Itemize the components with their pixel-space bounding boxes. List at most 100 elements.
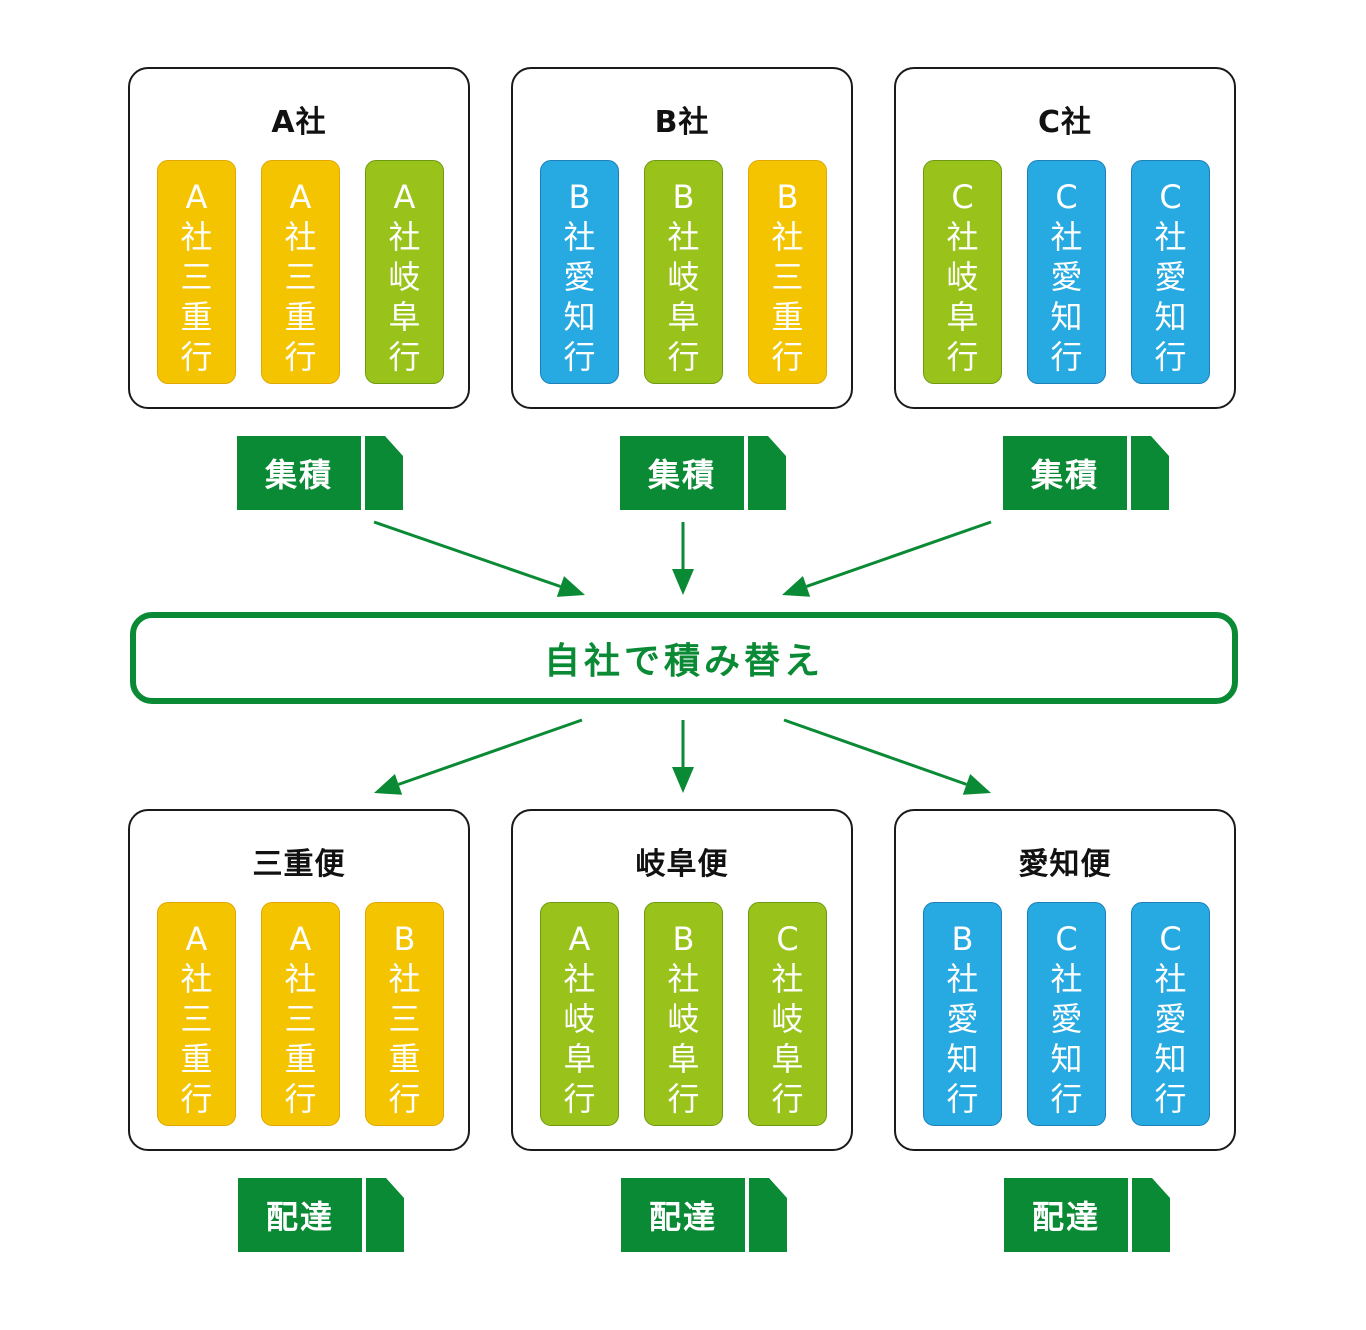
box-title: B社 xyxy=(654,105,710,140)
document-icon xyxy=(1132,1178,1170,1252)
cargo-char: 阜 xyxy=(563,1040,596,1078)
cargo-char: 行 xyxy=(1154,1080,1187,1118)
cargo-char: 岐 xyxy=(946,258,979,296)
cargo-char: 重 xyxy=(284,1040,317,1078)
cargo-char: 行 xyxy=(563,1080,596,1118)
cargo-char: 社 xyxy=(946,218,979,256)
cargo-char: C xyxy=(1055,920,1078,958)
cargo-char: 愛 xyxy=(1154,1000,1187,1038)
arrow-head xyxy=(556,576,585,597)
cargo-char: C xyxy=(1055,178,1078,216)
cargo-char: 行 xyxy=(563,338,596,376)
cargo-char: A xyxy=(289,920,312,958)
box-title: A社 xyxy=(271,105,327,140)
cargo-char: 阜 xyxy=(946,298,979,336)
cargo-char: 行 xyxy=(771,338,804,376)
cargo-char: 知 xyxy=(563,298,596,336)
cargo-char: 阜 xyxy=(667,1040,700,1078)
cargo-char: 社 xyxy=(771,960,804,998)
cargo-char: 岐 xyxy=(771,1000,804,1038)
cargo-char: C xyxy=(951,178,974,216)
cargo-char: 三 xyxy=(388,1000,421,1038)
cargo-char: 社 xyxy=(180,960,213,998)
box-title: 岐阜便 xyxy=(635,847,729,882)
cargo-char: 愛 xyxy=(946,1000,979,1038)
cargo-char: 行 xyxy=(388,1080,421,1118)
cargo-char: 社 xyxy=(563,218,596,256)
deliver-text: 配達 xyxy=(238,1178,362,1252)
cargo-char: A xyxy=(289,178,312,216)
deliver-label-mie: 配達 xyxy=(238,1178,404,1252)
cargo-char: C xyxy=(1159,920,1182,958)
cargo-char: 行 xyxy=(1050,338,1083,376)
cargo-char: 社 xyxy=(1050,960,1083,998)
transfer-hub: 自社で積み替え xyxy=(130,612,1238,704)
arrow-head xyxy=(672,767,694,793)
cargo-char: B xyxy=(951,920,974,958)
collect-text: 集積 xyxy=(620,436,744,510)
cargo-char: 行 xyxy=(1154,338,1187,376)
cargo-char: 岐 xyxy=(388,258,421,296)
cargo-char: 三 xyxy=(771,258,804,296)
arrow-head xyxy=(962,773,991,795)
cargo-char: 重 xyxy=(771,298,804,336)
cargo-char: 重 xyxy=(388,1040,421,1078)
collect-label-a: 集積 xyxy=(237,436,403,510)
cargo-char: 行 xyxy=(667,338,700,376)
collect-label-b: 集積 xyxy=(620,436,786,510)
cargo-char: 行 xyxy=(180,1080,213,1118)
document-icon xyxy=(1131,436,1169,510)
cargo-char: A xyxy=(185,178,208,216)
cargo-char: B xyxy=(393,920,416,958)
cargo-char: B xyxy=(672,178,695,216)
cargo-char: 知 xyxy=(1154,1040,1187,1078)
arrow-shaft xyxy=(783,718,967,786)
cargo-char: 知 xyxy=(946,1040,979,1078)
document-icon xyxy=(748,436,786,510)
arrow-shaft xyxy=(806,520,992,588)
collect-label-c: 集積 xyxy=(1003,436,1169,510)
box-title: 三重便 xyxy=(252,847,346,882)
cargo-char: 愛 xyxy=(1154,258,1187,296)
arrow-head xyxy=(782,576,811,597)
document-icon xyxy=(365,436,403,510)
cargo-char: C xyxy=(1159,178,1182,216)
cargo-char: 阜 xyxy=(667,298,700,336)
cargo-char: 社 xyxy=(284,960,317,998)
cargo-char: B xyxy=(672,920,695,958)
cargo-char: 愛 xyxy=(1050,258,1083,296)
cargo-char: A xyxy=(393,178,416,216)
arrow-shaft xyxy=(398,718,583,786)
cargo-char: 三 xyxy=(284,258,317,296)
cargo-char: B xyxy=(568,178,591,216)
cargo-char: 行 xyxy=(180,338,213,376)
cargo-char: 行 xyxy=(284,338,317,376)
cargo-char: 社 xyxy=(1154,960,1187,998)
cargo-char: 岐 xyxy=(563,1000,596,1038)
cargo-char: 行 xyxy=(946,1080,979,1118)
cargo-char: 行 xyxy=(946,338,979,376)
deliver-text: 配達 xyxy=(1004,1178,1128,1252)
document-icon xyxy=(749,1178,787,1252)
cargo-char: 知 xyxy=(1050,1040,1083,1078)
cargo-char: 三 xyxy=(284,1000,317,1038)
arrow-shaft xyxy=(373,520,561,588)
cargo-char: 知 xyxy=(1050,298,1083,336)
